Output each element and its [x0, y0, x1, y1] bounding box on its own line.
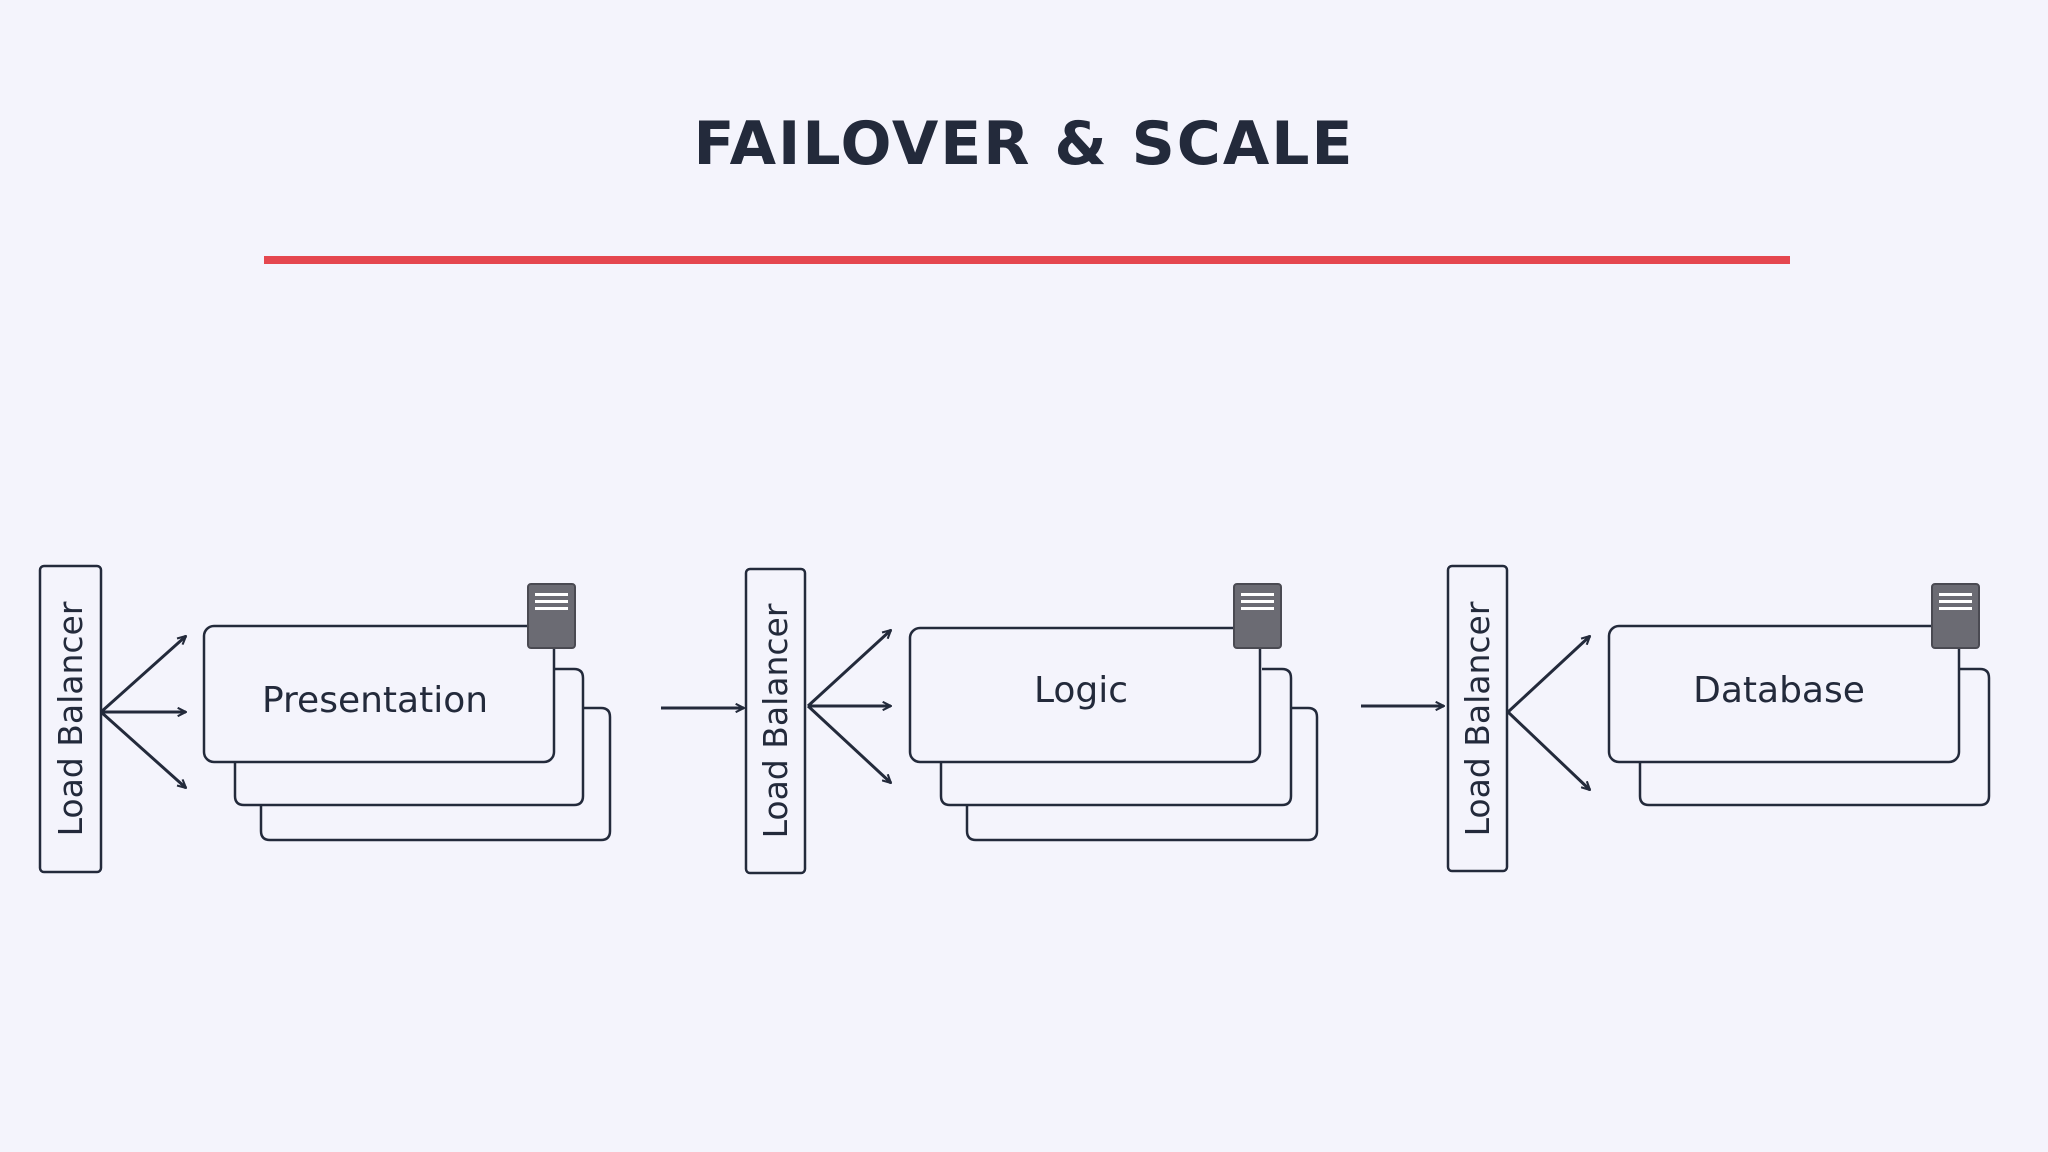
load-balancer: Load Balancer [744, 567, 807, 875]
server-icon [1233, 583, 1282, 649]
title-underline [264, 256, 1790, 264]
server-box-front [908, 626, 1262, 764]
tier-label: Presentation [262, 680, 488, 721]
arrow-down [100, 710, 186, 788]
fan-out-arrows [100, 636, 186, 788]
tier-logic: Load Balancer Logic [744, 567, 1319, 875]
arrow-up [1506, 636, 1590, 714]
tier-label: Logic [1034, 670, 1128, 711]
fan-out-arrows [1506, 636, 1590, 790]
server-box-front [202, 624, 556, 764]
fan-out-arrows [806, 630, 891, 783]
arrow-down [806, 704, 891, 783]
server-box-middle [939, 667, 1293, 807]
load-balancer-label: Load Balancer [51, 601, 90, 836]
server-icon [1931, 583, 1980, 649]
server-box-back [259, 706, 612, 842]
server-box-middle [233, 667, 585, 807]
tier-presentation: Load Balancer Presentation [38, 564, 612, 874]
arrow-up [100, 636, 186, 714]
load-balancer-label: Load Balancer [756, 603, 795, 838]
tier-database: Load Balancer Database [1446, 564, 1991, 873]
load-balancer: Load Balancer [38, 564, 103, 874]
server-box-back [965, 706, 1319, 842]
server-box-back [1638, 667, 1991, 807]
server-box-front [1607, 624, 1961, 764]
arrow-down [1506, 710, 1590, 790]
load-balancer: Load Balancer [1446, 564, 1509, 873]
tier-label: Database [1693, 670, 1865, 711]
server-stack: Logic [908, 583, 1319, 842]
slide-title: FAILOVER & SCALE [693, 109, 1355, 179]
server-stack: Database [1607, 583, 1991, 807]
server-stack: Presentation [202, 583, 612, 842]
load-balancer-label: Load Balancer [1458, 601, 1497, 836]
arrow-up [806, 630, 891, 708]
server-icon [527, 583, 576, 649]
